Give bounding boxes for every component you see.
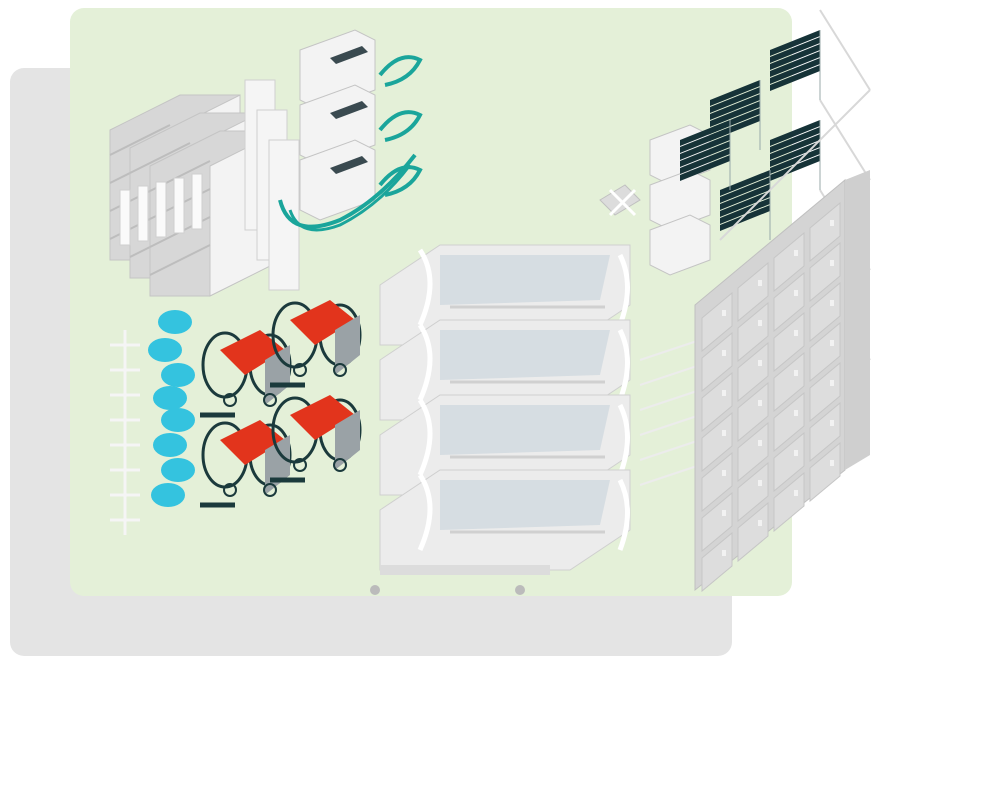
stool-icon [148, 310, 195, 507]
hospital-bed-icon [370, 244, 631, 595]
iv-stand-icon [110, 330, 140, 535]
locker-icon [694, 89, 871, 593]
medical-cart-icon [599, 124, 711, 276]
ventilator-icon [244, 29, 423, 291]
wheelchair-icon [200, 300, 362, 508]
solar-panel-rack-icon [680, 9, 871, 361]
